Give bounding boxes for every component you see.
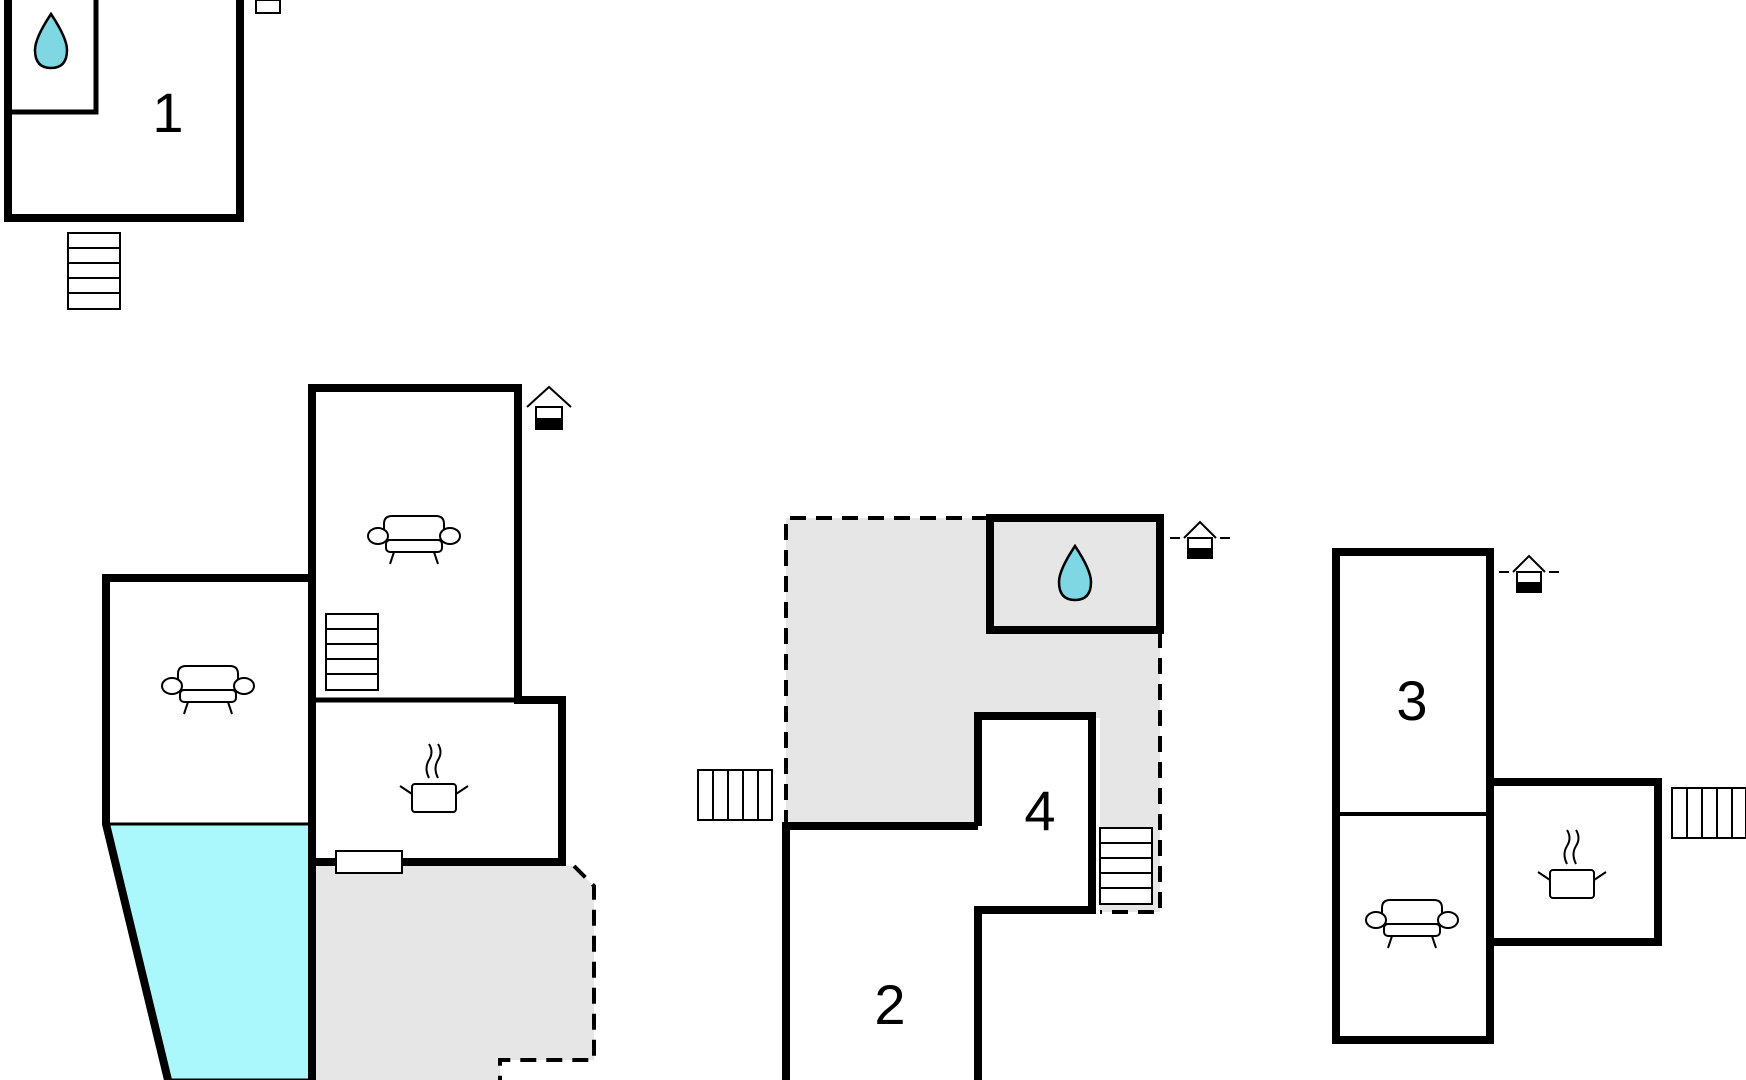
cooking-pot-icon	[1537, 829, 1607, 899]
cooking-pot-icon	[399, 743, 469, 813]
house-entrance-icon	[1498, 555, 1560, 593]
building-bottom-left	[102, 384, 596, 1080]
stairs-icon	[697, 769, 773, 821]
sofa-icon	[1365, 899, 1459, 949]
building-right: 3	[1332, 548, 1746, 1044]
window-icon	[335, 850, 403, 874]
stairs-icon	[325, 613, 379, 691]
stairs-icon	[67, 232, 121, 310]
terrace	[786, 518, 1160, 912]
room-1-label: 1	[152, 81, 183, 144]
stairs-icon	[1671, 787, 1746, 839]
sofa-icon	[367, 515, 461, 565]
house-entrance-icon	[526, 386, 572, 430]
room-2-label: 2	[874, 973, 905, 1036]
room-4-label: 4	[1024, 779, 1055, 842]
water-drop-icon	[33, 12, 69, 70]
room-3-label: 3	[1396, 669, 1427, 732]
sofa-icon	[161, 665, 255, 715]
building-top-left: 1	[4, 0, 281, 310]
terrace	[316, 866, 594, 1080]
house-entrance-icon	[1169, 521, 1231, 559]
stairs-icon	[1099, 827, 1153, 905]
window-icon	[255, 0, 281, 14]
building-middle: 4 2	[697, 514, 1231, 1080]
